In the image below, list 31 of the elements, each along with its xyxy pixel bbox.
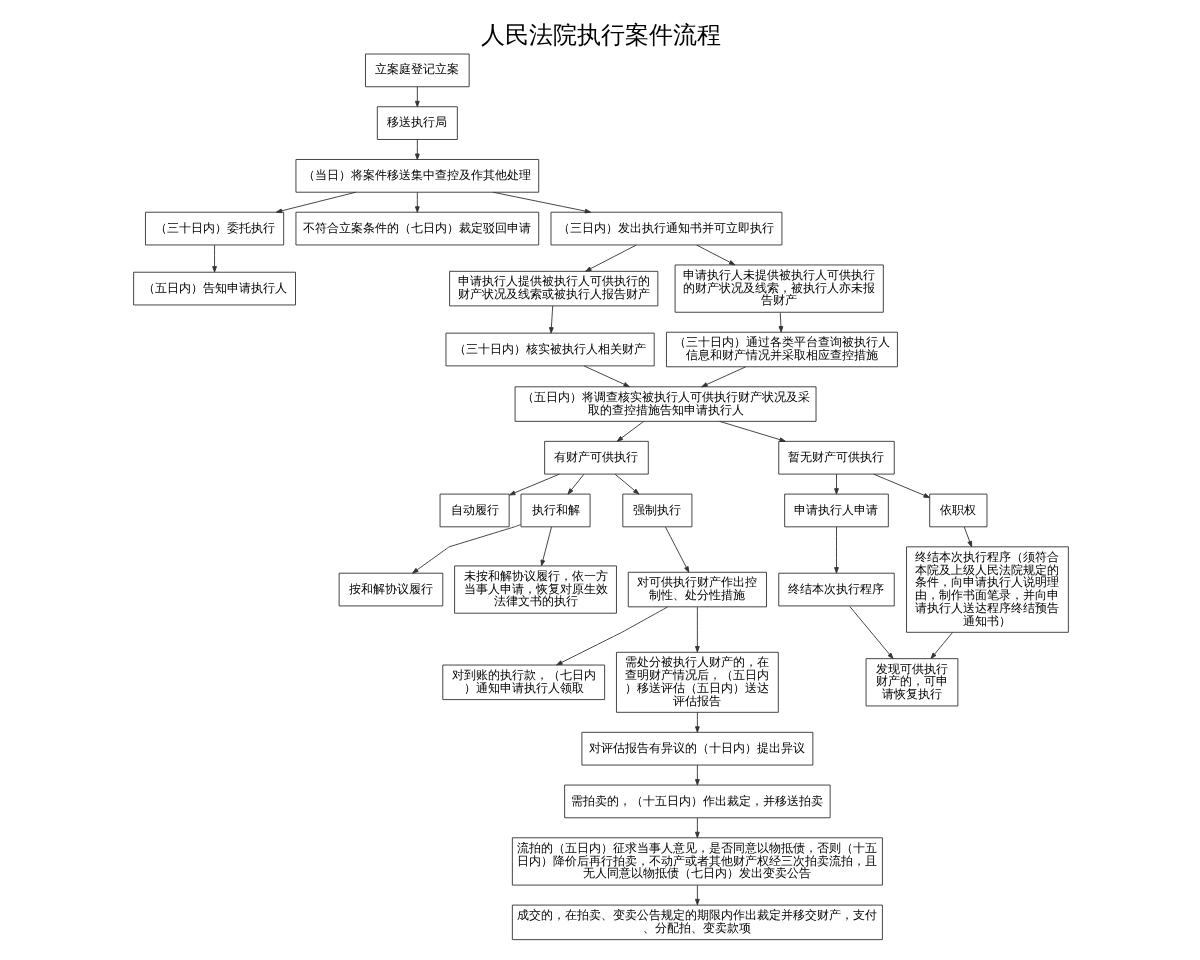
arrow xyxy=(694,884,699,906)
arrow xyxy=(718,420,785,442)
arrow xyxy=(694,764,699,786)
arrow xyxy=(211,244,216,273)
arrow xyxy=(929,632,953,659)
arrow xyxy=(413,191,419,213)
arrow xyxy=(833,526,838,574)
arrow xyxy=(582,365,629,388)
arrow xyxy=(413,86,419,108)
diagram-title: 人民法院执行案件流程 xyxy=(480,20,720,49)
arrow xyxy=(777,312,783,333)
arrow xyxy=(694,606,699,653)
arrow xyxy=(411,524,521,574)
arrow xyxy=(508,473,559,496)
arrow xyxy=(413,139,419,160)
arrow xyxy=(584,244,636,272)
arrow xyxy=(962,526,972,548)
arrow xyxy=(664,526,689,573)
arrow xyxy=(548,305,553,334)
arrow xyxy=(872,473,929,498)
arrow xyxy=(555,606,667,666)
arrow xyxy=(700,366,746,388)
arrow xyxy=(848,605,893,660)
arrow xyxy=(833,473,838,495)
arrow xyxy=(695,244,735,266)
arrow xyxy=(539,526,551,567)
arrow xyxy=(694,817,699,839)
arrow xyxy=(694,712,699,733)
arrow xyxy=(615,420,644,442)
arrow xyxy=(566,473,584,495)
arrow xyxy=(613,473,639,495)
